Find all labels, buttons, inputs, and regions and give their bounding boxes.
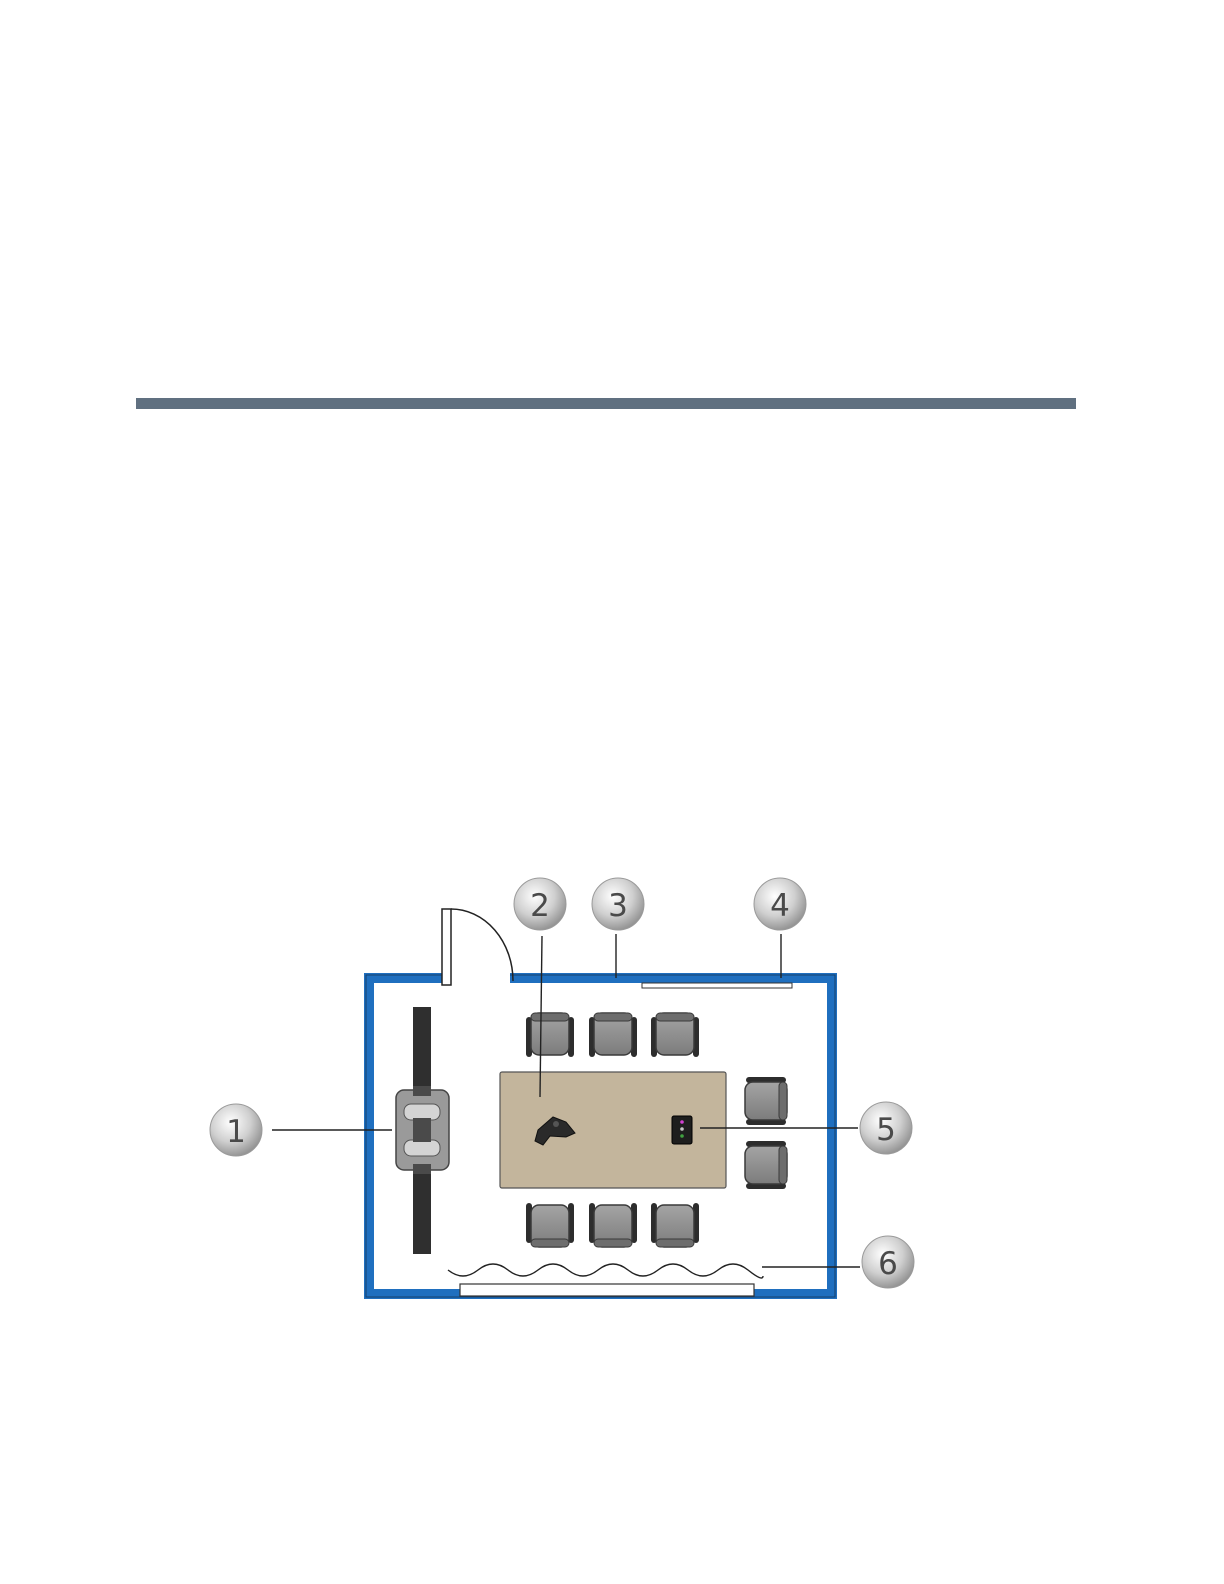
callout-4: 4 [754,878,806,930]
callout-6: 6 [862,1236,914,1288]
window-bottom [460,1284,754,1296]
door-leaf [442,909,451,985]
callout-label: 2 [530,888,550,924]
chair [589,1013,637,1057]
window-top [642,983,792,988]
callout-label: 4 [770,888,790,924]
chair [651,1013,699,1057]
callout-5: 5 [860,1102,912,1154]
callout-label: 6 [878,1246,898,1282]
chair [745,1077,787,1125]
callout-label: 1 [226,1114,246,1150]
callout-2: 2 [514,878,566,930]
chair [589,1203,637,1247]
display-and-camera [396,1007,449,1254]
callout-3: 3 [592,878,644,930]
callout-label: 5 [876,1112,896,1148]
chair [526,1013,574,1057]
chair [526,1203,574,1247]
chair [651,1203,699,1247]
callout-1: 1 [210,1104,262,1156]
touch-controller [672,1116,692,1144]
curtain [448,1264,763,1278]
callout-label: 3 [608,888,628,924]
chair [745,1141,787,1189]
